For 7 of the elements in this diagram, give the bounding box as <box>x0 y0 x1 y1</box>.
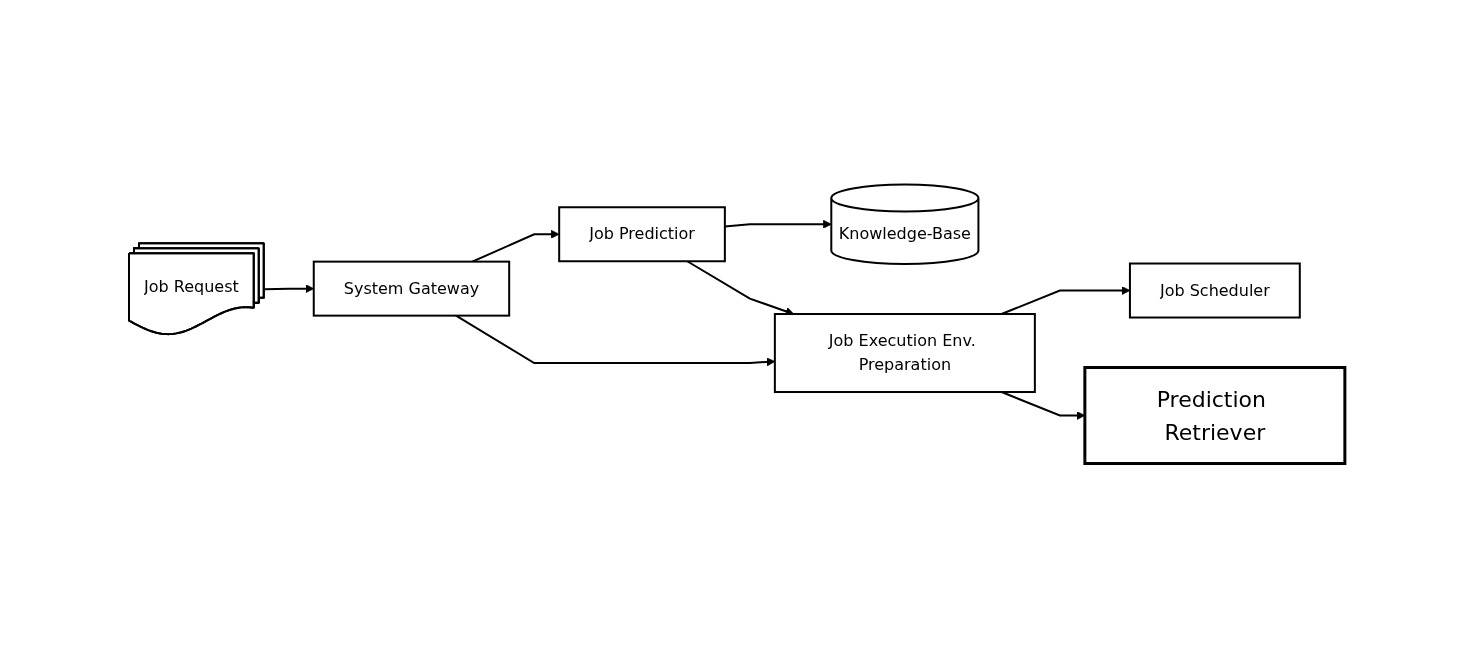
node-box: System Gateway <box>312 260 511 317</box>
node-box: Job Scheduler <box>1129 262 1301 319</box>
arrow <box>471 229 560 263</box>
node-box: Job Execution Env. Preparation <box>773 313 1036 393</box>
arrow <box>686 260 795 316</box>
node-box: Job Predictior <box>558 206 726 263</box>
node-box: Prediction Retriever <box>1083 366 1347 465</box>
